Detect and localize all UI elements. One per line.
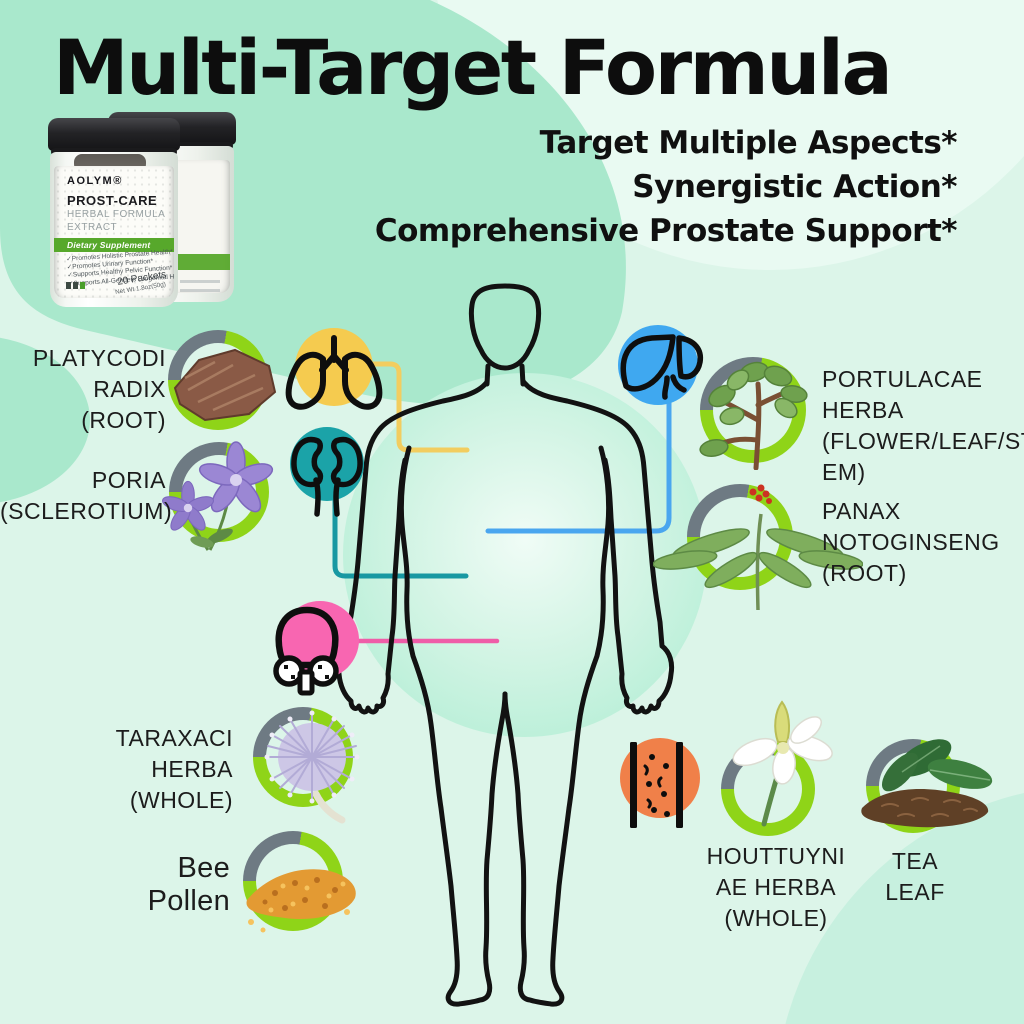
bee-pollen-ring [243,831,343,931]
poria-ring [169,442,269,542]
product-name: PROST-CARE [67,193,158,208]
subtitle-1: Target Multiple Aspects* [539,125,958,161]
certification-marks [66,282,85,289]
jar-lid [48,118,180,156]
product-line3: EXTRACT [67,222,118,233]
brand-name: AOLYM® [67,175,123,187]
platycodi-label: PLATYCODI RADIX (ROOT) [32,345,166,433]
portulacae-ring [700,357,806,463]
panax-label: PANAX NOTOGINSENG (ROOT) [822,498,1000,586]
label-banner: Dietary Supplement Powder [54,238,174,264]
product-jar-front: AOLYM® PROST-CARE HERBAL FORMULA EXTRACT… [48,118,180,307]
jar-label: AOLYM® PROST-CARE HERBAL FORMULA EXTRACT… [54,166,174,298]
houttuyniae-ring [721,742,815,836]
bee-pollen-label: Bee Pollen [147,852,230,917]
tea-leaf-ring [866,739,960,833]
tea-leaf-label: TEA LEAF [885,848,945,905]
subtitle-2: Synergistic Action* [632,169,957,205]
panax-ring [687,484,793,590]
product-line2: HERBAL FORMULA [67,209,166,220]
page-title: Multi-Target Formula [53,23,893,112]
portulacae-label: PORTULACAE HERBA (FLOWER/LEAF/ST EM) [822,366,1024,485]
poria-label: PORIA (SCLEROTIUM) [0,467,173,524]
platycodi-ring [168,330,268,430]
houttuyniae-label: HOUTTUYNI AE HERBA (WHOLE) [706,843,846,931]
taraxaci-label: TARAXACI HERBA (WHOLE) [115,725,233,813]
taraxaci-ring [253,707,353,807]
subtitle-3: Comprehensive Prostate Support* [374,213,958,249]
subtitle-list: Target Multiple Aspects* Synergistic Act… [374,121,958,253]
